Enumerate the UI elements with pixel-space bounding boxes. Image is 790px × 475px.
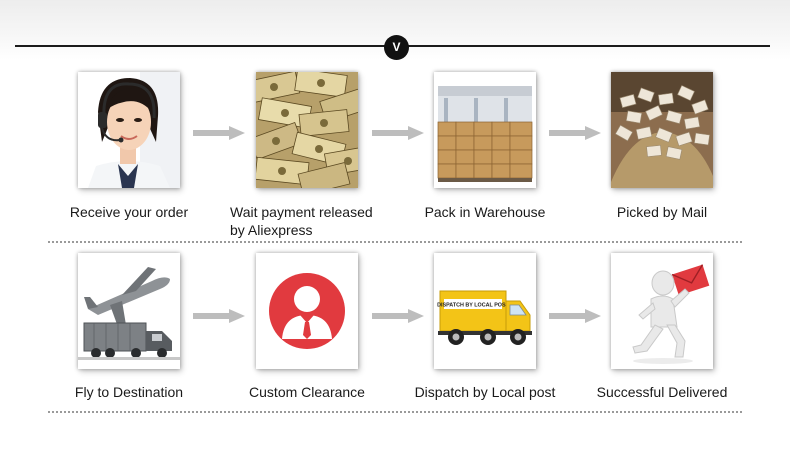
flow-arrow-4 (193, 309, 245, 323)
step-card-pack-warehouse (434, 72, 536, 188)
step-label-dispatch-local-post: Dispatch by Local post (414, 384, 556, 400)
step-card-picked-mail (611, 72, 713, 188)
row-divider-1 (48, 241, 742, 243)
step-card-fly-destination (78, 253, 180, 369)
step-card-dispatch-local-post: DISPATCH BY LOCAL POST (434, 253, 536, 369)
truck-sign-text: DISPATCH BY LOCAL POST (437, 303, 509, 309)
money-photo (256, 72, 358, 188)
step-card-custom-clearance (256, 253, 358, 369)
row-divider-2 (48, 411, 742, 413)
parcels-photo (611, 72, 713, 188)
step-label-wait-payment: Wait payment released by Aliexpress (230, 204, 373, 238)
step-card-successful-delivered (611, 253, 713, 369)
header-badge: V (384, 35, 409, 60)
step-label-receive-order: Receive your order (69, 204, 189, 220)
delivered-mail-figure (611, 253, 713, 369)
step-label-fly-destination: Fly to Destination (74, 384, 184, 400)
customer-service-photo (78, 72, 180, 188)
delivery-truck-photo: DISPATCH BY LOCAL POST (434, 253, 536, 369)
flow-arrow-6 (549, 309, 601, 323)
flow-arrow-2 (372, 126, 424, 140)
step-label-custom-clearance: Custom Clearance (249, 384, 365, 400)
step-card-wait-payment (256, 72, 358, 188)
flow-arrow-3 (549, 126, 601, 140)
step-label-picked-mail: Picked by Mail (616, 204, 708, 220)
step-label-successful-delivered: Successful Delivered (596, 384, 728, 400)
flow-arrow-1 (193, 126, 245, 140)
customs-officer-icon (256, 253, 358, 369)
warehouse-photo (434, 72, 536, 188)
step-card-receive-order (78, 72, 180, 188)
step-label-pack-warehouse: Pack in Warehouse (424, 204, 546, 220)
airplane-photo (78, 253, 180, 369)
flow-arrow-5 (372, 309, 424, 323)
